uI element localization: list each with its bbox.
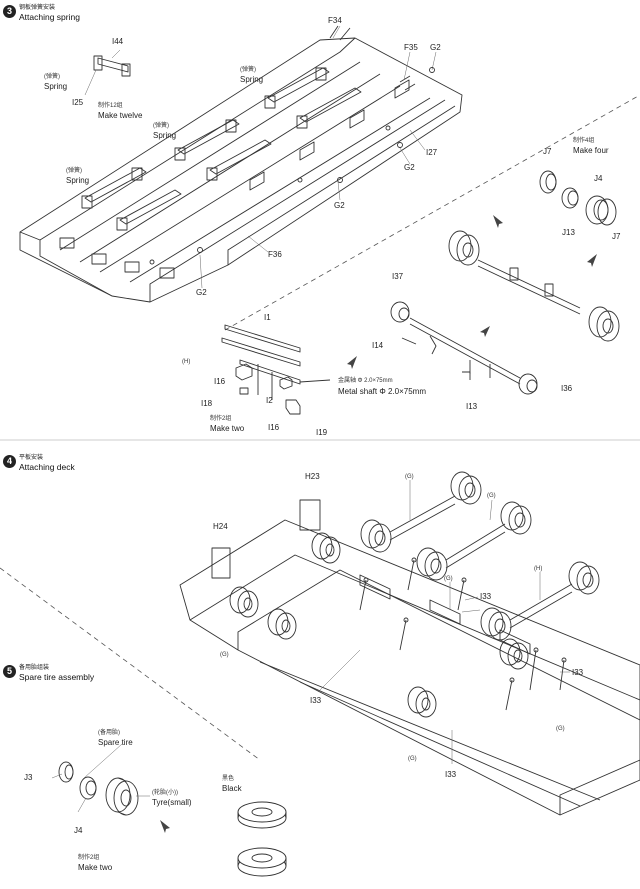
part-label-g2: G2 bbox=[196, 288, 207, 297]
note-spring: Spring bbox=[240, 75, 264, 84]
note-make12-cn: 制作12组 bbox=[98, 103, 123, 109]
part-label-i44: I44 bbox=[112, 37, 124, 46]
note-black: Black bbox=[222, 784, 242, 793]
shock-rods bbox=[359, 557, 567, 711]
step-5-title: Spare tire assembly bbox=[19, 672, 95, 682]
axle-with-wheels bbox=[448, 230, 620, 342]
part-label-i13: I13 bbox=[466, 402, 478, 411]
part-label-i16: I16 bbox=[268, 423, 280, 432]
chassis-frame-step3 bbox=[19, 37, 463, 303]
note-sprue-g: (G) bbox=[487, 493, 496, 499]
part-label-h24: H24 bbox=[213, 522, 228, 531]
note-make2: Make two bbox=[78, 863, 113, 872]
part-label-i33: I33 bbox=[445, 770, 457, 779]
part-label-i33: I33 bbox=[480, 592, 492, 601]
part-label-i2: I2 bbox=[266, 396, 273, 405]
note-make2-cn: 制作2组 bbox=[210, 416, 232, 422]
part-label-j4: J4 bbox=[594, 174, 603, 183]
part-label-i19: I19 bbox=[316, 428, 328, 437]
part-label-j7: J7 bbox=[543, 147, 552, 156]
part-label-i14: I14 bbox=[372, 341, 384, 350]
wheel-set-step4 bbox=[229, 471, 600, 718]
note-tyre-small-cn: (轮胎(小)) bbox=[152, 790, 178, 796]
part-label-h23: H23 bbox=[305, 472, 320, 481]
note-sprue-g: (G) bbox=[444, 576, 453, 582]
note-spring-cn: (弹簧) bbox=[44, 74, 60, 80]
step-5-title-cn: 备用胎组装 bbox=[19, 665, 50, 671]
note-sprue-g: (G) bbox=[556, 726, 565, 732]
step-4-title-cn: 平板安装 bbox=[19, 455, 44, 461]
note-make4-cn: 制作4组 bbox=[573, 138, 595, 144]
chassis-frame-step4 bbox=[179, 499, 640, 816]
part-label-i1: I1 bbox=[264, 313, 271, 322]
axle-subassembly bbox=[390, 301, 538, 395]
note-tyre-small: Tyre(small) bbox=[152, 798, 192, 807]
step-3-title-cn: 钢板弹簧安装 bbox=[19, 5, 56, 11]
note-metal-shaft-cn: 金属轴 Φ 2.0×75mm bbox=[338, 378, 393, 384]
note-sprue-h: (H) bbox=[534, 566, 543, 572]
note-spring-cn: (弹簧) bbox=[240, 67, 256, 73]
note-spare-tire-cn: (备用胎) bbox=[98, 730, 120, 736]
note-spare-tire: Spare tire bbox=[98, 738, 133, 747]
note-metal-shaft: Metal shaft Φ 2.0×75mm bbox=[338, 387, 426, 396]
part-label-j3: J3 bbox=[24, 773, 33, 782]
part-label-i25: I25 bbox=[72, 98, 84, 107]
spare-tire-parts bbox=[58, 761, 139, 816]
spare-tire-black bbox=[237, 801, 287, 877]
part-label-i18: I18 bbox=[201, 399, 213, 408]
part-label-i36: I36 bbox=[561, 384, 573, 393]
note-sprue-g: (G) bbox=[408, 756, 417, 762]
step-4-number: 4 bbox=[3, 455, 16, 468]
part-label-g2: G2 bbox=[430, 43, 441, 52]
part-label-i37: I37 bbox=[392, 272, 404, 281]
note-sprue-h: (H) bbox=[182, 359, 191, 365]
leaf-spring-parts bbox=[81, 25, 416, 231]
note-make2-cn: 制作2组 bbox=[78, 855, 100, 861]
note-sprue-g: (G) bbox=[220, 652, 229, 658]
note-black-cn: 黑色 bbox=[222, 776, 235, 782]
note-spring: Spring bbox=[153, 131, 177, 140]
part-label-f35: F35 bbox=[404, 43, 418, 52]
part-label-g2: G2 bbox=[334, 201, 345, 210]
part-label-j13: J13 bbox=[562, 228, 575, 237]
part-label-f34: F34 bbox=[328, 16, 342, 25]
note-sprue-g: (G) bbox=[405, 474, 414, 480]
part-label-g2: G2 bbox=[404, 163, 415, 172]
part-label-i33: I33 bbox=[310, 696, 322, 705]
part-label-i33: I33 bbox=[572, 668, 584, 677]
note-spring: Spring bbox=[66, 176, 90, 185]
wheel-subassembly bbox=[539, 170, 617, 226]
step-3-number: 3 bbox=[3, 5, 16, 18]
note-make4: Make four bbox=[573, 146, 609, 155]
step-5-number: 5 bbox=[3, 665, 16, 678]
part-label-j4: J4 bbox=[74, 826, 83, 835]
note-make2: Make two bbox=[210, 424, 245, 433]
step-4-title: Attaching deck bbox=[19, 462, 75, 472]
note-make12: Make twelve bbox=[98, 111, 143, 120]
part-label-j7: J7 bbox=[612, 232, 621, 241]
note-spring: Spring bbox=[44, 82, 68, 91]
note-spring-cn: (弹簧) bbox=[153, 123, 169, 129]
note-spring-cn: (弹簧) bbox=[66, 168, 82, 174]
part-label-i16: I16 bbox=[214, 377, 226, 386]
step-3-title: Attaching spring bbox=[19, 12, 80, 22]
spring-beam-assembly bbox=[221, 324, 331, 415]
part-label-i27: I27 bbox=[426, 148, 438, 157]
part-label-f36: F36 bbox=[268, 250, 282, 259]
